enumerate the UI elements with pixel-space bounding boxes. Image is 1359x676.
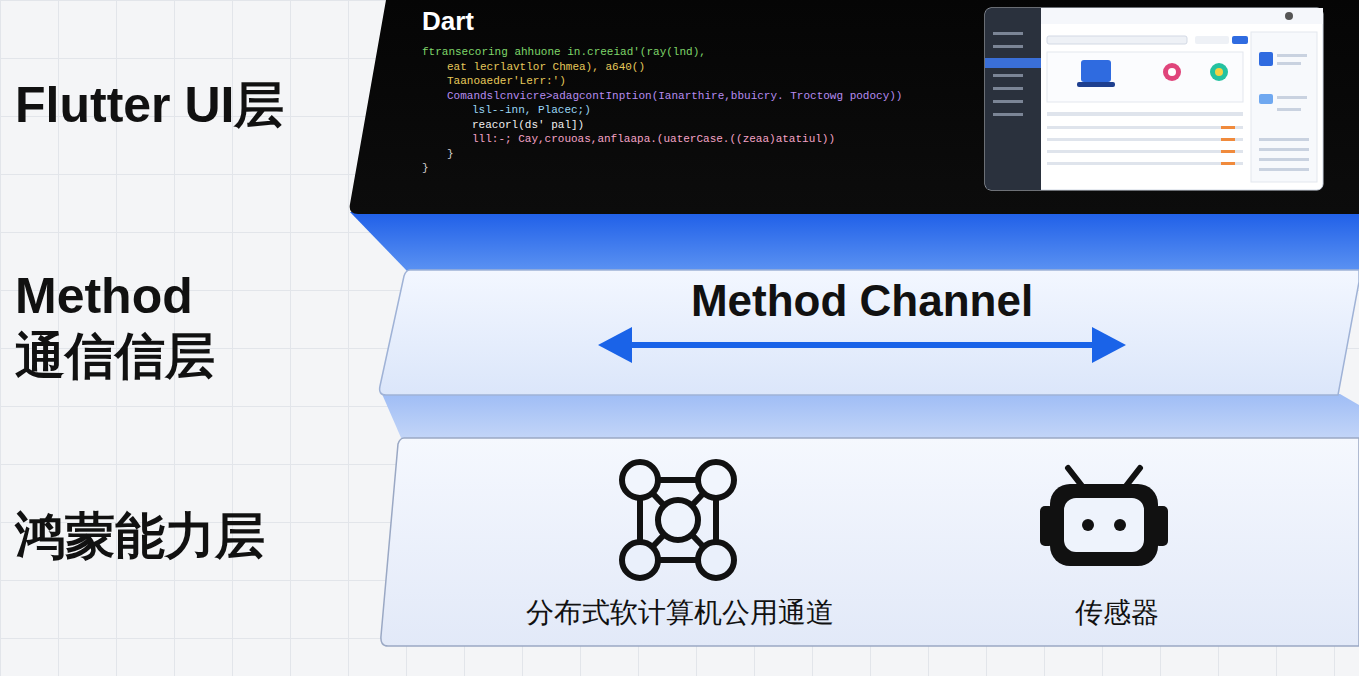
code-line: eat lecrlavtlor Chmea), a640() [447,61,645,74]
capability-icons [378,436,1359,596]
double-arrow [598,325,1138,365]
language-title: Dart [422,6,474,37]
channel-title: Method Channel [691,274,1033,327]
code-line: lll:-; Cay,crouoas,anflaapa.(uaterCase.(… [472,133,835,146]
harmony-capability-layer: 分布式软计算机公用通道 传感器 [378,436,1359,648]
layer-outline [378,436,1359,648]
capability-label: 传感器 [1075,596,1159,630]
app-screenshot [985,8,1325,192]
capability-label: 分布式软计算机公用通道 [526,596,834,630]
method-channel-layer: Method Channel [378,268,1359,398]
layer-name: 鸿蒙能力层 [15,506,345,566]
layer-name: Flutter UI层 [15,75,345,135]
code-line: lsl--inn, Placec;) [472,104,591,117]
code-line: Comandslcnvicre>adagcontInption(Ianarthi… [447,90,902,103]
code-line: reacorl(ds' pal]) [472,119,584,132]
flutter-ui-layer: Dart ftransecoring ahhuone in.creeiad'(ra… [348,0,1359,216]
code-line: } [422,162,429,175]
code-line: Taanoaeder'Lerr:') [447,75,566,88]
robot-icon [1040,468,1168,566]
code-line: ftransecoring ahhuone in.creeiad'(ray(ln… [422,46,706,59]
network-icon [622,462,734,578]
layer-name: Method 通信信层 [15,266,250,386]
code-line: } [447,148,454,161]
